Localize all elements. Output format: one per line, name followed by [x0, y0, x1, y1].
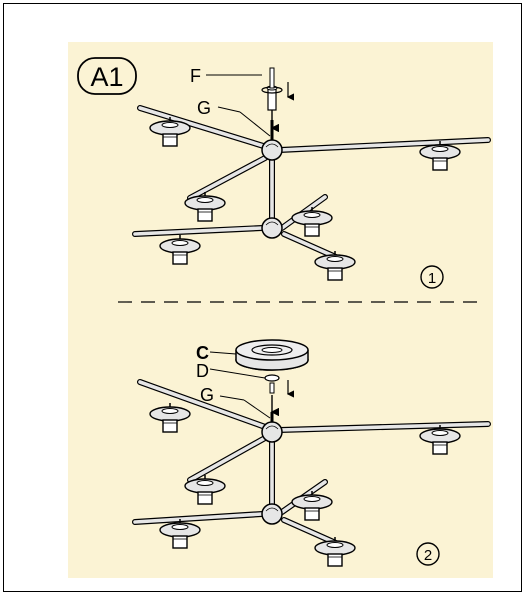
- canopy-icon: [235, 339, 309, 371]
- illustration-panel: [68, 42, 493, 578]
- step1-number: 1: [428, 270, 436, 287]
- label-f: F: [190, 66, 201, 86]
- badge-outline: [77, 57, 137, 95]
- step1-illustration: [132, 67, 491, 281]
- label-g-step2: G: [200, 385, 214, 405]
- step1-number-circle: [420, 265, 444, 289]
- step2-number-circle: [416, 542, 440, 566]
- step2-illustration: [132, 339, 491, 567]
- step2-number: 2: [424, 547, 432, 564]
- label-d: D: [196, 361, 209, 381]
- badge-label: A1: [90, 62, 123, 92]
- label-c: C: [196, 343, 209, 363]
- label-g-step1: G: [197, 98, 211, 118]
